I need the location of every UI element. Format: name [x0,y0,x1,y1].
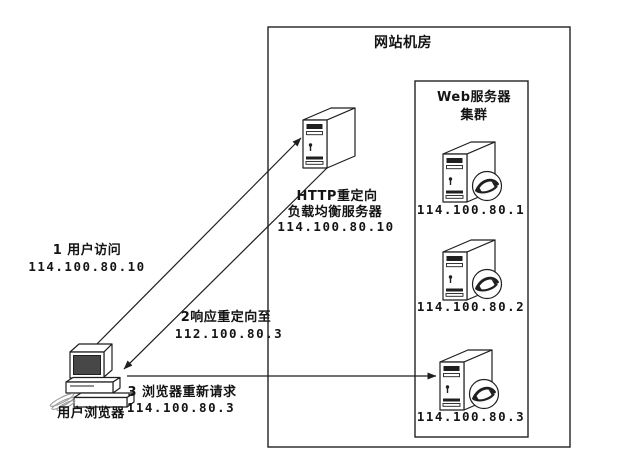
flow-labels: 1 用户访问 114.100.80.10 2响应重定向至 112.100.80.… [28,242,283,415]
machine-room-box: 网站机房 [267,26,571,448]
web-server-2: 114.100.80.2 [417,239,525,314]
flow-arrow-1 [91,137,302,350]
load-balancer-ip: 114.100.80.10 [277,219,394,234]
flow-arrow-2 [123,165,330,370]
web-cluster-box: Web服务器 集群 114.100.80.1 114.100.80.2 114.… [414,80,529,438]
globe-icon [471,170,503,202]
load-balancer-name-line2: 负载均衡服务器 [288,204,383,220]
machine-room-title: 网站机房 [374,34,432,51]
flow-2-ip: 112.100.80.3 [175,326,283,341]
web-server-1-ip: 114.100.80.1 [417,202,525,217]
web-server-2-ip: 114.100.80.2 [417,299,525,314]
load-balancer-server: HTTP重定向 负载均衡服务器 114.100.80.10 [277,107,394,234]
globe-icon [468,378,500,410]
load-balancer-name-line1: HTTP重定向 [297,188,378,204]
web-server-1: 114.100.80.1 [417,141,525,217]
server-tower-icon [302,107,356,169]
client-computer: 用户浏览器 [48,343,135,421]
globe-icon [471,268,503,300]
flow-2-label: 2响应重定向至 [181,309,272,325]
cluster-title-line1: Web服务器 [437,89,511,105]
client-label: 用户浏览器 [56,405,125,421]
flow-3-ip: 114.100.80.3 [127,400,235,415]
flow-arrows [91,137,437,380]
flow-3-label: 3 浏览器重新请求 [127,384,237,400]
client-computer-icon [48,343,135,415]
web-server-3-ip: 114.100.80.3 [417,409,525,424]
flow-1-label: 1 用户访问 [53,242,122,258]
web-server-3: 114.100.80.3 [417,349,525,424]
flow-1-ip: 114.100.80.10 [28,259,145,274]
cluster-title-line2: 集群 [459,107,487,123]
